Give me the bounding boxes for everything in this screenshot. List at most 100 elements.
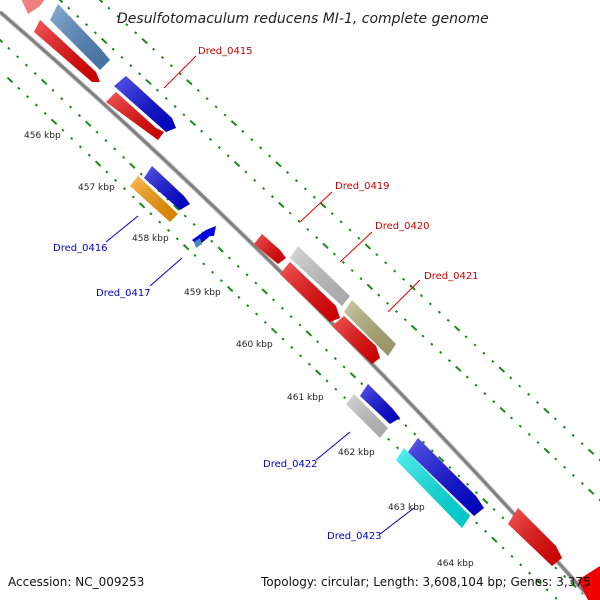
guide-dot [474, 491, 479, 495]
gene-arrow-grey-2[interactable] [346, 394, 388, 438]
guide-dot [189, 119, 197, 127]
guide-dot [492, 507, 496, 511]
guide-dot [377, 293, 381, 297]
gene-arrow-cyan[interactable] [396, 448, 470, 528]
guide-dot [375, 253, 379, 257]
guide-dot [554, 457, 558, 461]
gene-arrow-blue-2[interactable] [144, 166, 190, 210]
guide-dot [70, 136, 74, 141]
guide-dot [421, 440, 426, 444]
tick-label-457: 457 kbp [78, 183, 115, 193]
guide-dot [474, 383, 478, 387]
gene-arrow-blue-3[interactable] [360, 384, 400, 424]
guide-dot [319, 202, 327, 209]
guide-dot [95, 130, 99, 134]
guide-dot [437, 310, 441, 314]
gene-arrow-blue-4[interactable] [408, 438, 484, 516]
guide-dot [217, 145, 221, 150]
guide-dot [85, 120, 92, 127]
guide-dot [298, 323, 302, 327]
gene-arrow-red-7[interactable] [578, 566, 600, 600]
gene-arrow-blue-1[interactable] [114, 76, 176, 132]
guide-dot [570, 581, 577, 589]
guide-dot [0, 38, 4, 44]
gene-arrow-red-2[interactable] [106, 92, 164, 140]
guide-dot [69, 105, 73, 109]
guide-dot [316, 340, 320, 344]
guide-dot [183, 214, 187, 218]
guide-dot [563, 574, 567, 579]
guide-dot [182, 113, 186, 117]
guide-dot [465, 375, 469, 379]
guide-dot [563, 465, 567, 469]
guide-dot [196, 88, 200, 92]
guide-dot [138, 72, 142, 76]
guide-dot [17, 86, 21, 90]
gene-arrow-red-6[interactable] [508, 508, 562, 566]
guide-dot [359, 277, 363, 281]
guide-dot [307, 362, 311, 366]
guide-dot [214, 105, 218, 109]
gene-label-dred-0415[interactable]: Dred_0415 [198, 46, 253, 57]
gene-arrow-red-4[interactable] [280, 262, 340, 322]
gene-labels: Dred_0415 Dred_0419 Dred_0420 Dred_0421 … [53, 46, 479, 542]
guide-dot [536, 441, 540, 445]
guide-dot [270, 195, 274, 199]
guide-dot [527, 392, 531, 396]
guide-dot [598, 458, 600, 462]
guide-dot [186, 79, 193, 86]
guide-dot [129, 64, 133, 68]
guide-dot [230, 120, 238, 127]
guide-dot [297, 219, 301, 223]
gene-label-dred-0416[interactable]: Dred_0416 [53, 243, 108, 254]
guide-dot [501, 546, 505, 550]
guide-dot [543, 447, 551, 454]
gene-arrow-grey-1[interactable] [290, 246, 350, 306]
gene-arrow-orange[interactable] [130, 176, 178, 222]
guide-dot [210, 270, 215, 274]
guide-dot [219, 279, 223, 283]
guide-dot [271, 298, 276, 302]
gene-label-dred-0422[interactable]: Dred_0422 [263, 459, 318, 470]
guide-dot [464, 335, 468, 339]
guide-dot [312, 195, 316, 199]
guide-dot [182, 244, 190, 251]
guide-dot [173, 104, 177, 109]
guide-dot [339, 220, 343, 224]
guide-dot [281, 337, 285, 341]
gene-arrow-red-1[interactable] [34, 20, 100, 82]
guide-dot [237, 295, 241, 299]
guide-dot [233, 160, 241, 168]
guide-dot [455, 365, 462, 372]
guide-dot [141, 37, 148, 45]
guide-dot [446, 318, 450, 322]
guide-dot [527, 432, 531, 436]
gene-arrow-red-3[interactable] [254, 234, 286, 264]
gene-arrow-red-5[interactable] [332, 316, 380, 364]
guide-dot [7, 46, 11, 50]
guide-dot [158, 220, 162, 224]
guide-dot [330, 212, 334, 216]
guide-dot [98, 0, 104, 4]
gene-arrow-olive[interactable] [344, 300, 396, 356]
gene-label-dred-0417[interactable]: Dred_0417 [96, 288, 151, 299]
gene-label-dred-0423[interactable]: Dred_0423 [327, 531, 382, 542]
gene-arrow-pink-top[interactable] [18, 0, 50, 14]
guide-dot [519, 563, 523, 567]
gene-label-dred-0420[interactable]: Dred_0420 [375, 221, 430, 232]
guide-dot [254, 281, 258, 285]
gene-label-dred-0419[interactable]: Dred_0419 [335, 181, 390, 192]
guide-dot [349, 372, 357, 379]
guide-dot [285, 170, 290, 175]
guide-dot [122, 187, 127, 191]
guide-dot [598, 498, 600, 502]
gene-arrow-small-blue[interactable] [192, 226, 216, 248]
gene-label-dred-0421[interactable]: Dred_0421 [424, 271, 479, 282]
guide-dot [43, 111, 47, 116]
guide-dot [453, 325, 461, 332]
guide-dot [105, 170, 109, 174]
guide-dot [483, 391, 487, 396]
gene-arrow-steel-blue[interactable] [50, 4, 110, 70]
guide-dot [275, 161, 282, 168]
